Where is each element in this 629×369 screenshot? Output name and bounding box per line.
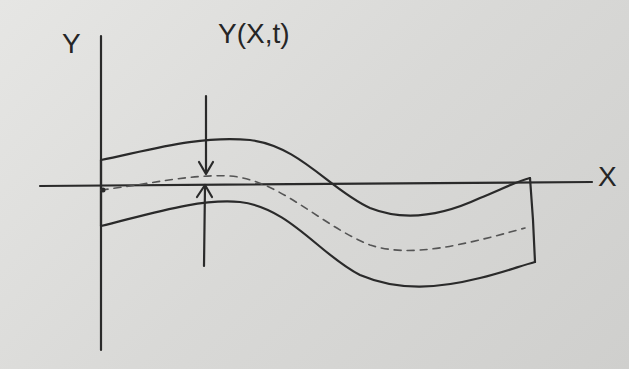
beam-end <box>530 178 535 262</box>
deflection-label: Y(X,t) <box>218 20 290 48</box>
beam-start <box>100 160 102 226</box>
beam-upper-edge <box>101 139 530 216</box>
arrowhead-top <box>199 162 213 174</box>
neutral-axis <box>101 176 525 251</box>
axis-label: Y <box>62 30 81 58</box>
deflection-arrow-top <box>205 96 207 172</box>
origin-dot <box>101 188 106 193</box>
arrowhead-bottom <box>197 185 212 197</box>
deflection-arrow-bottom <box>204 186 205 266</box>
y-axis <box>100 36 102 350</box>
beam-lower-edge <box>101 201 535 286</box>
axis-label: X <box>598 163 617 191</box>
